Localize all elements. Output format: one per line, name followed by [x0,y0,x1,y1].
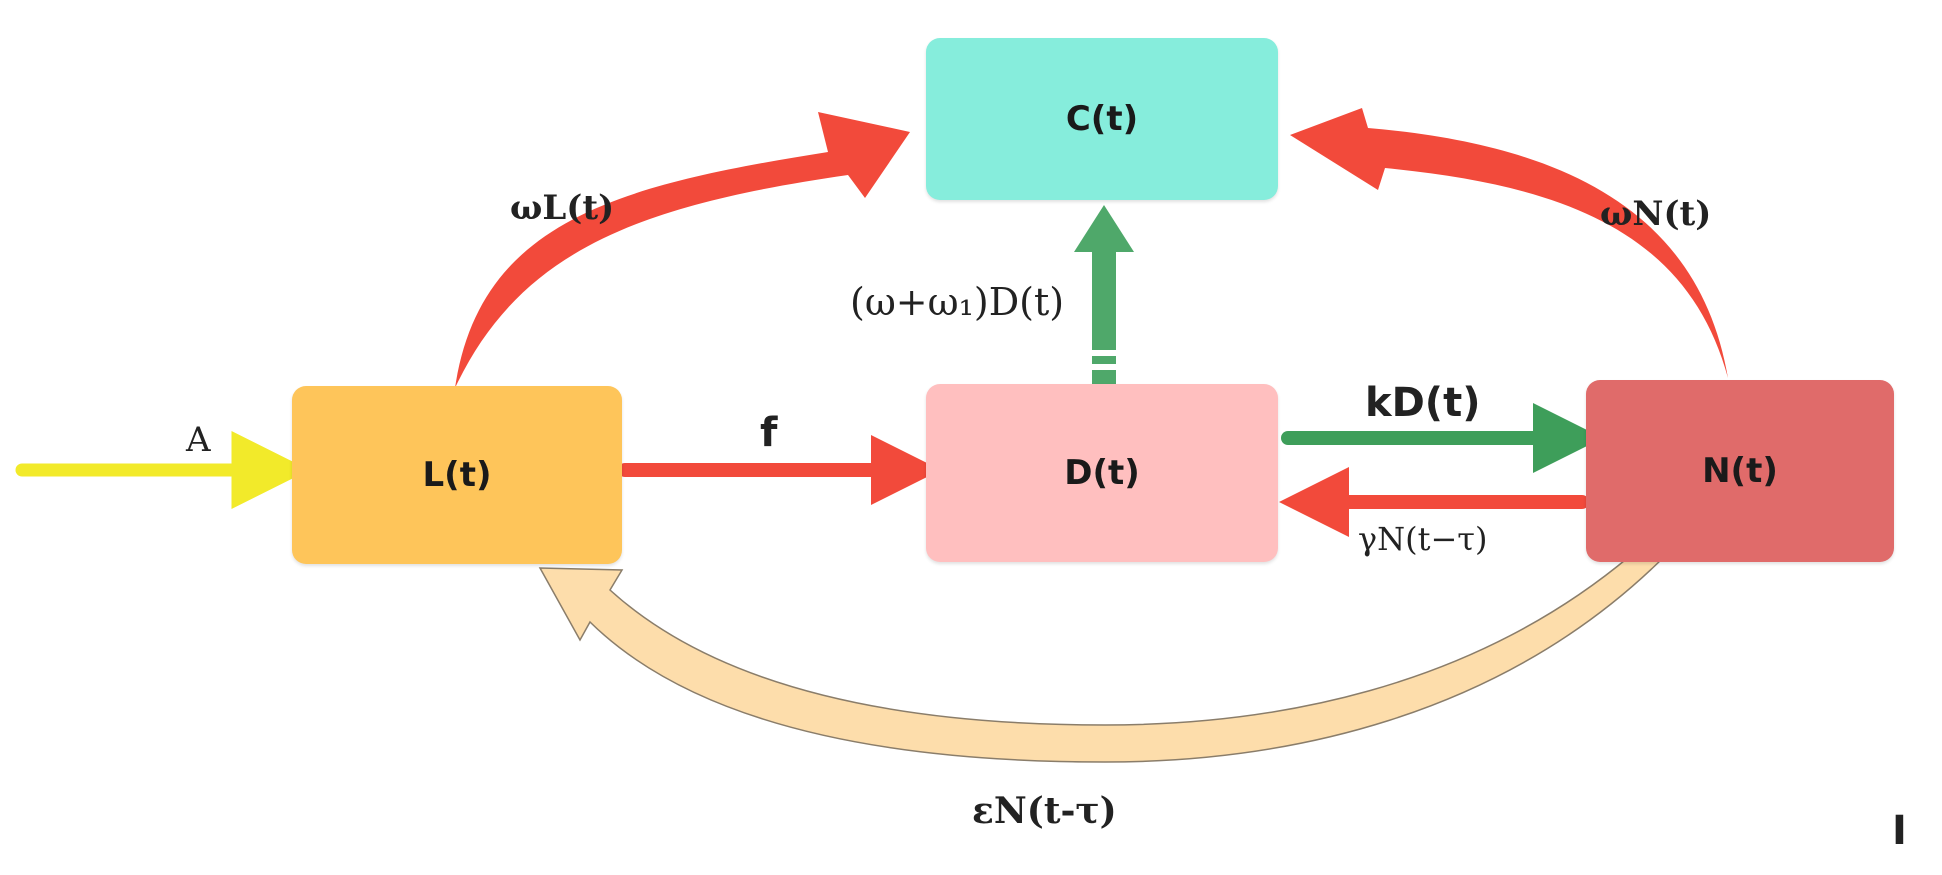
arrow-n-to-l [538,555,1667,763]
node-l-label: L(t) [422,455,492,495]
label-omega-n: ωN(t) [1600,194,1712,234]
arrow-d-to-c [1074,205,1134,394]
label-omega-l: ωL(t) [510,188,615,228]
node-d-label: D(t) [1064,453,1140,493]
label-input-a: A [186,420,211,460]
label-gamma-n: γN(t−τ) [1358,520,1488,558]
label-epsilon-n: εN(t-τ) [972,790,1117,832]
label-kd: kD(t) [1365,380,1481,426]
node-n-label: N(t) [1702,451,1778,491]
node-c-label: C(t) [1065,99,1139,139]
arrow-n-to-c [1290,108,1728,378]
node-d: D(t) [926,384,1278,562]
node-c: C(t) [926,38,1278,200]
text-cursor-icon: I [1892,808,1907,854]
node-n: N(t) [1586,380,1894,562]
label-f: f [760,410,778,456]
arrow-l-to-c [455,112,910,388]
node-l: L(t) [292,386,622,564]
label-omega-d: (ω+ω₁)D(t) [850,280,1065,324]
